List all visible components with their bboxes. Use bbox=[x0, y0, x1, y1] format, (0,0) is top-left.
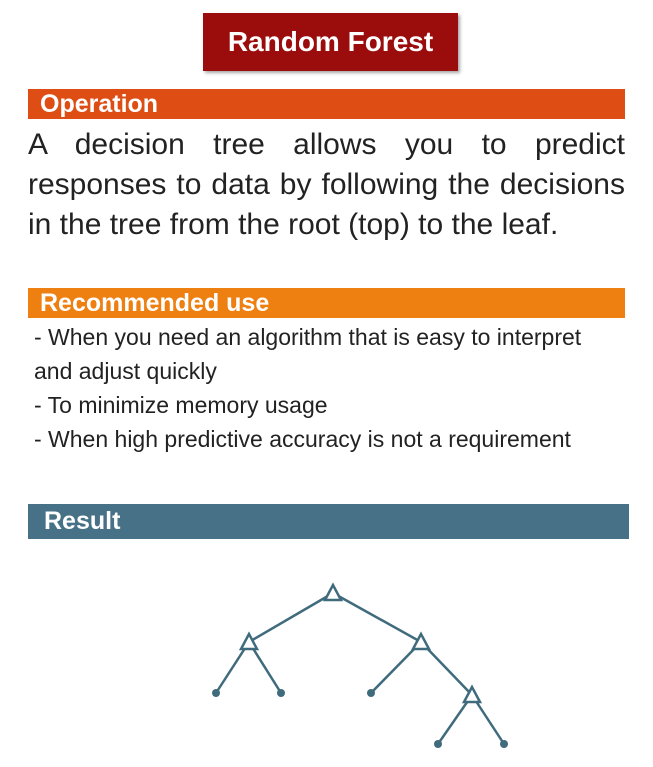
leaf-node bbox=[500, 740, 508, 748]
leaf-node bbox=[434, 740, 442, 748]
list-item: - When high predictive accuracy is not a… bbox=[34, 426, 571, 452]
list-item: - When you need an algorithm that is eas… bbox=[34, 324, 582, 384]
tree-edge bbox=[420, 641, 473, 696]
decision-node bbox=[322, 582, 344, 602]
operation-description: A decision tree allows you to predict re… bbox=[28, 128, 625, 241]
page-title: Random Forest bbox=[203, 13, 458, 71]
recommended-use-heading: Recommended use bbox=[28, 288, 625, 318]
leaf-node bbox=[212, 689, 220, 697]
decision-node bbox=[461, 684, 483, 704]
tree-edge bbox=[248, 591, 334, 644]
tree-edge bbox=[332, 591, 422, 644]
leaf-node bbox=[367, 689, 375, 697]
operation-heading: Operation bbox=[28, 89, 625, 119]
leaf-node bbox=[277, 689, 285, 697]
decision-node bbox=[238, 631, 260, 651]
decision-node bbox=[410, 631, 432, 651]
recommended-use-list: - When you need an algorithm that is eas… bbox=[34, 320, 594, 456]
tree-edge bbox=[214, 641, 251, 694]
result-heading: Result bbox=[28, 504, 629, 539]
tree-edge bbox=[247, 641, 283, 694]
tree-edge bbox=[370, 641, 422, 694]
list-item: - To minimize memory usage bbox=[34, 392, 328, 418]
